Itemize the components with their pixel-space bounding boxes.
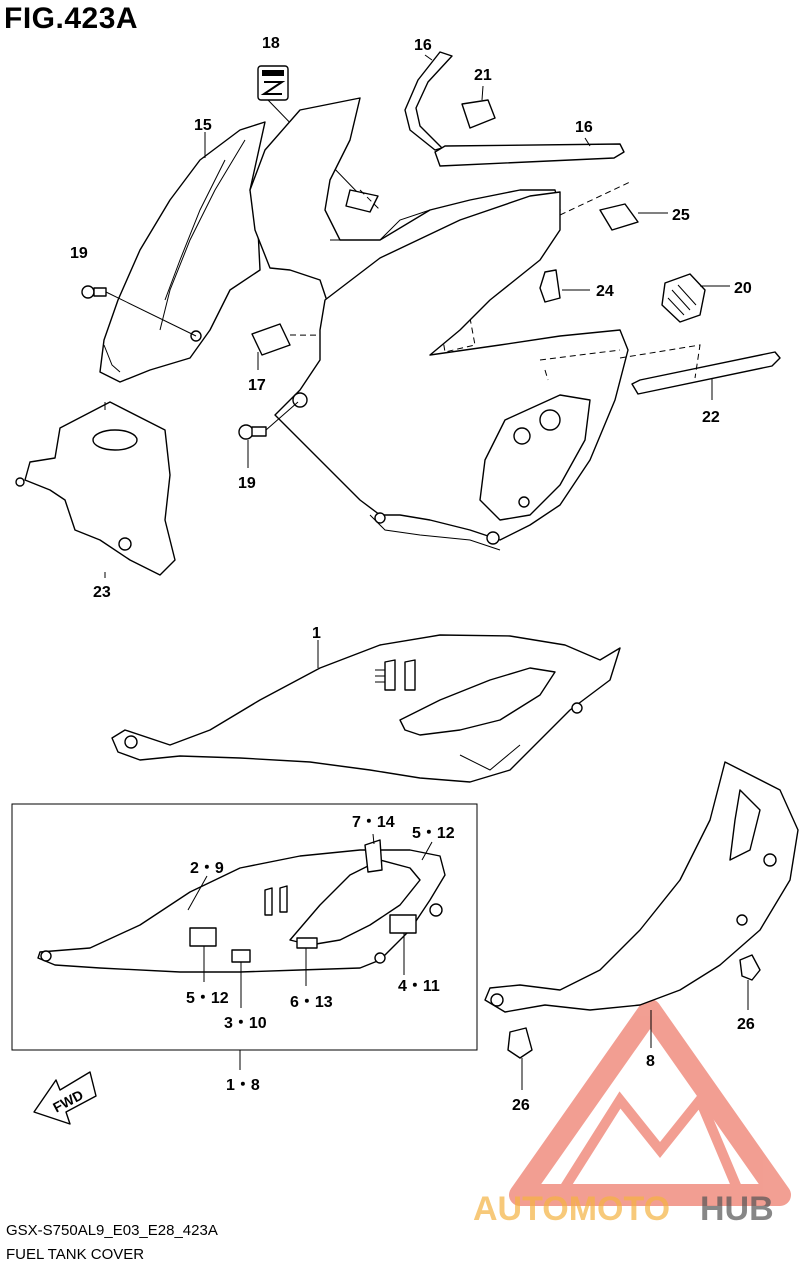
- side-cover-part-8: [484, 761, 799, 1013]
- emblem-part-18: [257, 65, 289, 101]
- bracket-part-23: [15, 401, 176, 576]
- callout-1-8: 1・8: [226, 1077, 260, 1094]
- callout-20: 20: [734, 280, 752, 297]
- bolt-part-19-upper: [81, 285, 107, 299]
- watermark-logo: [509, 999, 791, 1206]
- clip-part-26-right: [739, 954, 761, 1010]
- callout-23: 23: [93, 584, 111, 601]
- clip-part-26-left: [507, 1027, 533, 1090]
- callout-19-lower: 19: [238, 475, 256, 492]
- figure-title: FIG.423A: [4, 2, 139, 35]
- watermark-text-part2: HUB: [700, 1190, 774, 1228]
- callout-6-13: 6・13: [290, 994, 333, 1011]
- fwd-direction-arrow: FWD: [33, 1071, 97, 1125]
- callout-19-upper: 19: [70, 245, 88, 262]
- side-cover-part-15: [99, 121, 266, 383]
- callout-25: 25: [672, 207, 690, 224]
- leader-2-9: [187, 875, 208, 911]
- pad-part-21: [461, 99, 496, 129]
- callout-8: 8: [646, 1053, 655, 1070]
- callout-16-upper: 16: [414, 37, 432, 54]
- model-code: GSX-S750AL9_E03_E28_423A: [6, 1222, 218, 1239]
- callout-7-14: 7・14: [352, 814, 395, 831]
- bolt-part-19-lower: [238, 424, 267, 440]
- callout-1: 1: [312, 625, 321, 642]
- clip-part-24: [539, 269, 561, 303]
- callout-16-right: 16: [575, 119, 593, 136]
- watermark-text-part1: AUTOMOTO: [473, 1190, 670, 1228]
- trim-strip-part-16-right: [434, 143, 625, 167]
- callout-3-10: 3・10: [224, 1015, 267, 1032]
- tank-cover-assembly-inset: [37, 839, 446, 973]
- callout-24: 24: [596, 283, 614, 300]
- side-cover-main-assembly: [274, 191, 629, 551]
- callout-18: 18: [262, 35, 280, 52]
- callout-4-11: 4・11: [398, 978, 440, 995]
- callout-5-12-upper: 5・12: [412, 825, 455, 842]
- callout-26-left: 26: [512, 1097, 530, 1114]
- callout-26-right: 26: [737, 1016, 755, 1033]
- pad-part-17: [251, 323, 291, 356]
- watermark-wordmark: AUTOMOTO HUB: [473, 1190, 774, 1228]
- tank-cover-part-1: [111, 634, 621, 783]
- callout-2-9: 2・9: [190, 860, 224, 877]
- callout-21: 21: [474, 67, 492, 84]
- rubber-part-20: [661, 273, 706, 323]
- section-name: FUEL TANK COVER: [6, 1246, 145, 1263]
- kit-inset-box: [11, 803, 478, 1051]
- callout-5-12-lower: 5・12: [186, 990, 229, 1007]
- callout-17: 17: [248, 377, 266, 394]
- callout-22: 22: [702, 409, 720, 426]
- trim-strip-part-22: [631, 351, 781, 395]
- trim-strip-part-16-upper: [404, 51, 453, 151]
- pad-part-25: [599, 203, 639, 231]
- callout-15: 15: [194, 117, 212, 134]
